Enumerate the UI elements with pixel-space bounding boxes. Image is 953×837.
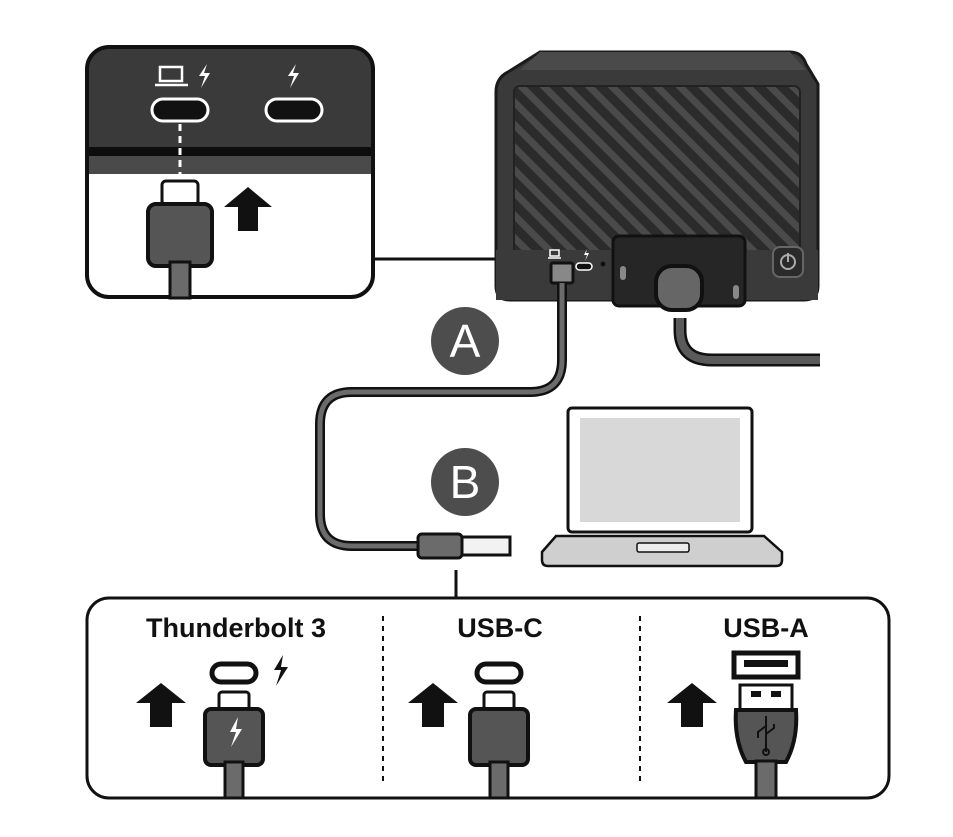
usb-c-plug-icon <box>146 179 214 300</box>
usb-symbol-icon <box>757 716 775 756</box>
usb-c-label: USB-C <box>457 613 543 643</box>
connection-cable <box>315 261 575 597</box>
connection-types-panel <box>85 596 891 800</box>
port-inset <box>85 45 375 300</box>
thunderbolt-icon <box>584 249 589 261</box>
usb-a-port-icon <box>731 650 801 680</box>
usb-a-label: USB-A <box>723 613 809 643</box>
arrow-up-icon <box>667 683 717 727</box>
callout-b-badge: B <box>431 448 499 516</box>
usb-c-port-icon <box>150 97 210 123</box>
storage-device <box>494 50 820 367</box>
usb-c-port-icon <box>474 661 524 685</box>
arrow-up-icon <box>136 683 186 727</box>
usb-c-port-icon <box>209 661 259 685</box>
usb-c-port-icon <box>575 262 593 271</box>
laptop <box>540 406 784 568</box>
usb-c-port-icon <box>264 97 324 123</box>
usb-c-plug-icon <box>468 690 530 800</box>
usb-a-plug-icon <box>733 683 799 800</box>
computer-icon <box>155 65 188 87</box>
thunderbolt-3-label: Thunderbolt 3 <box>146 613 326 643</box>
thunderbolt-icon <box>288 64 299 88</box>
computer-icon <box>548 249 561 259</box>
arrow-up-icon <box>224 187 272 231</box>
thunderbolt-icon <box>274 655 288 686</box>
arrow-up-icon <box>408 683 458 727</box>
thunderbolt-icon <box>199 64 210 88</box>
callout-a-badge: A <box>431 307 499 375</box>
thunderbolt-usb-c-plug-icon <box>203 690 265 800</box>
